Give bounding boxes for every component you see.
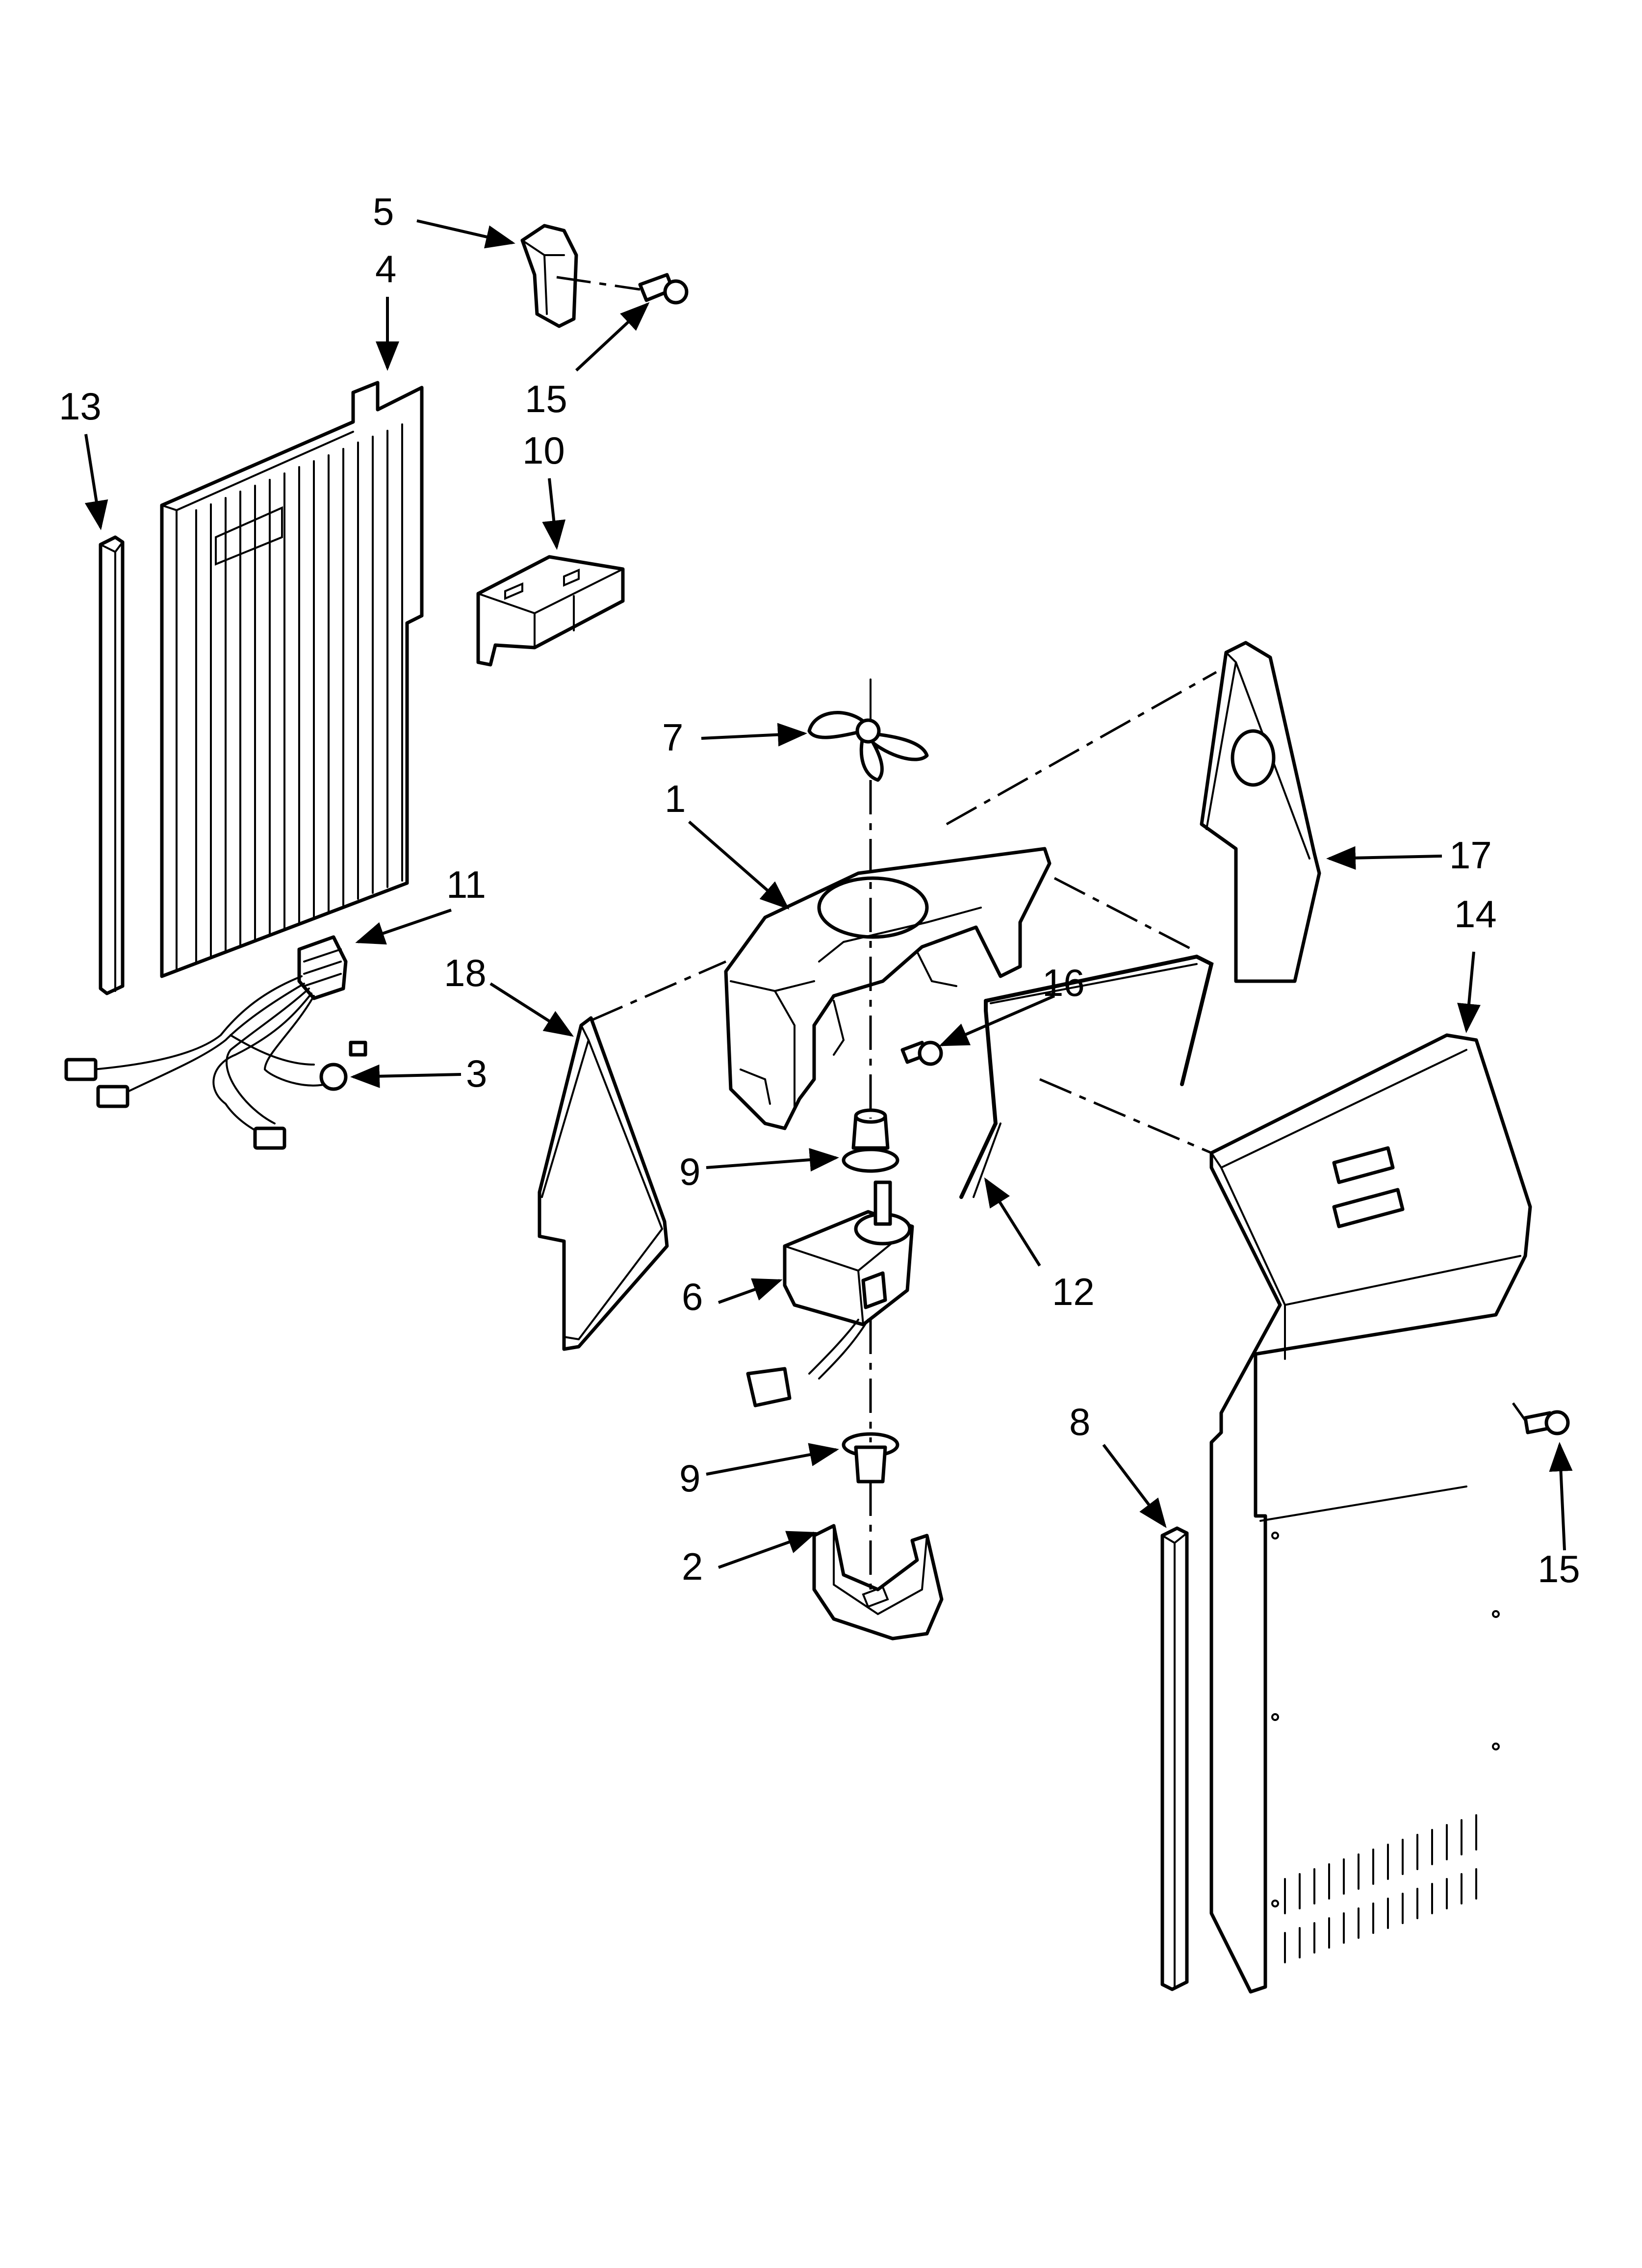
callout-15-right: 15 — [1538, 1547, 1580, 1590]
part-7-fan-blade — [807, 678, 929, 782]
callout-6: 6 — [682, 1275, 703, 1318]
callout-13: 13 — [59, 385, 102, 428]
part-10-bracket — [476, 555, 625, 667]
callout-3: 3 — [466, 1052, 487, 1095]
part-16-screw — [900, 1041, 943, 1066]
part-17-right-duct-panel — [1200, 641, 1321, 983]
callout-16: 16 — [1042, 961, 1085, 1004]
callouts: 5 4 13 15 10 7 1 11 18 16 3 9 6 12 17 14… — [59, 190, 1580, 1590]
part-9-grommet-lower — [842, 1432, 899, 1484]
part-15-screw-top — [638, 273, 689, 305]
part-6-fan-motor — [746, 1180, 914, 1408]
callout-12: 12 — [1052, 1270, 1095, 1313]
callout-11: 11 — [446, 863, 486, 906]
part-8-seal-strip — [1160, 1526, 1189, 1991]
part-12-wire-rod — [959, 954, 1214, 1199]
callout-2: 2 — [682, 1545, 703, 1588]
callout-10: 10 — [522, 429, 565, 472]
callout-9-lower: 9 — [679, 1457, 700, 1500]
part-4-rear-cover-panel — [160, 381, 424, 978]
part-9-grommet-upper — [842, 1108, 899, 1173]
callout-17: 17 — [1449, 834, 1492, 877]
part-1-fan-housing — [724, 847, 1052, 1130]
callout-15-top: 15 — [525, 377, 567, 420]
callout-14: 14 — [1454, 892, 1497, 936]
callout-4: 4 — [375, 247, 396, 290]
part-18-left-duct-panel — [538, 1016, 669, 1351]
part-2-motor-bracket — [812, 1524, 944, 1641]
assembly-lines — [556, 276, 1527, 1590]
part-15-screw-right — [1523, 1410, 1570, 1435]
part-14-rear-panel — [1209, 1033, 1532, 1994]
part-5-cap — [520, 224, 578, 328]
callout-8: 8 — [1069, 1400, 1090, 1443]
part-13-seal-strip — [99, 535, 125, 995]
callout-18: 18 — [444, 951, 487, 994]
leader-arrows — [84, 219, 1573, 1569]
callout-7: 7 — [662, 716, 683, 759]
callout-5: 5 — [373, 190, 394, 233]
part-11-wire-harness — [64, 935, 367, 1150]
callout-9-upper: 9 — [679, 1150, 700, 1193]
callout-1: 1 — [665, 777, 686, 820]
